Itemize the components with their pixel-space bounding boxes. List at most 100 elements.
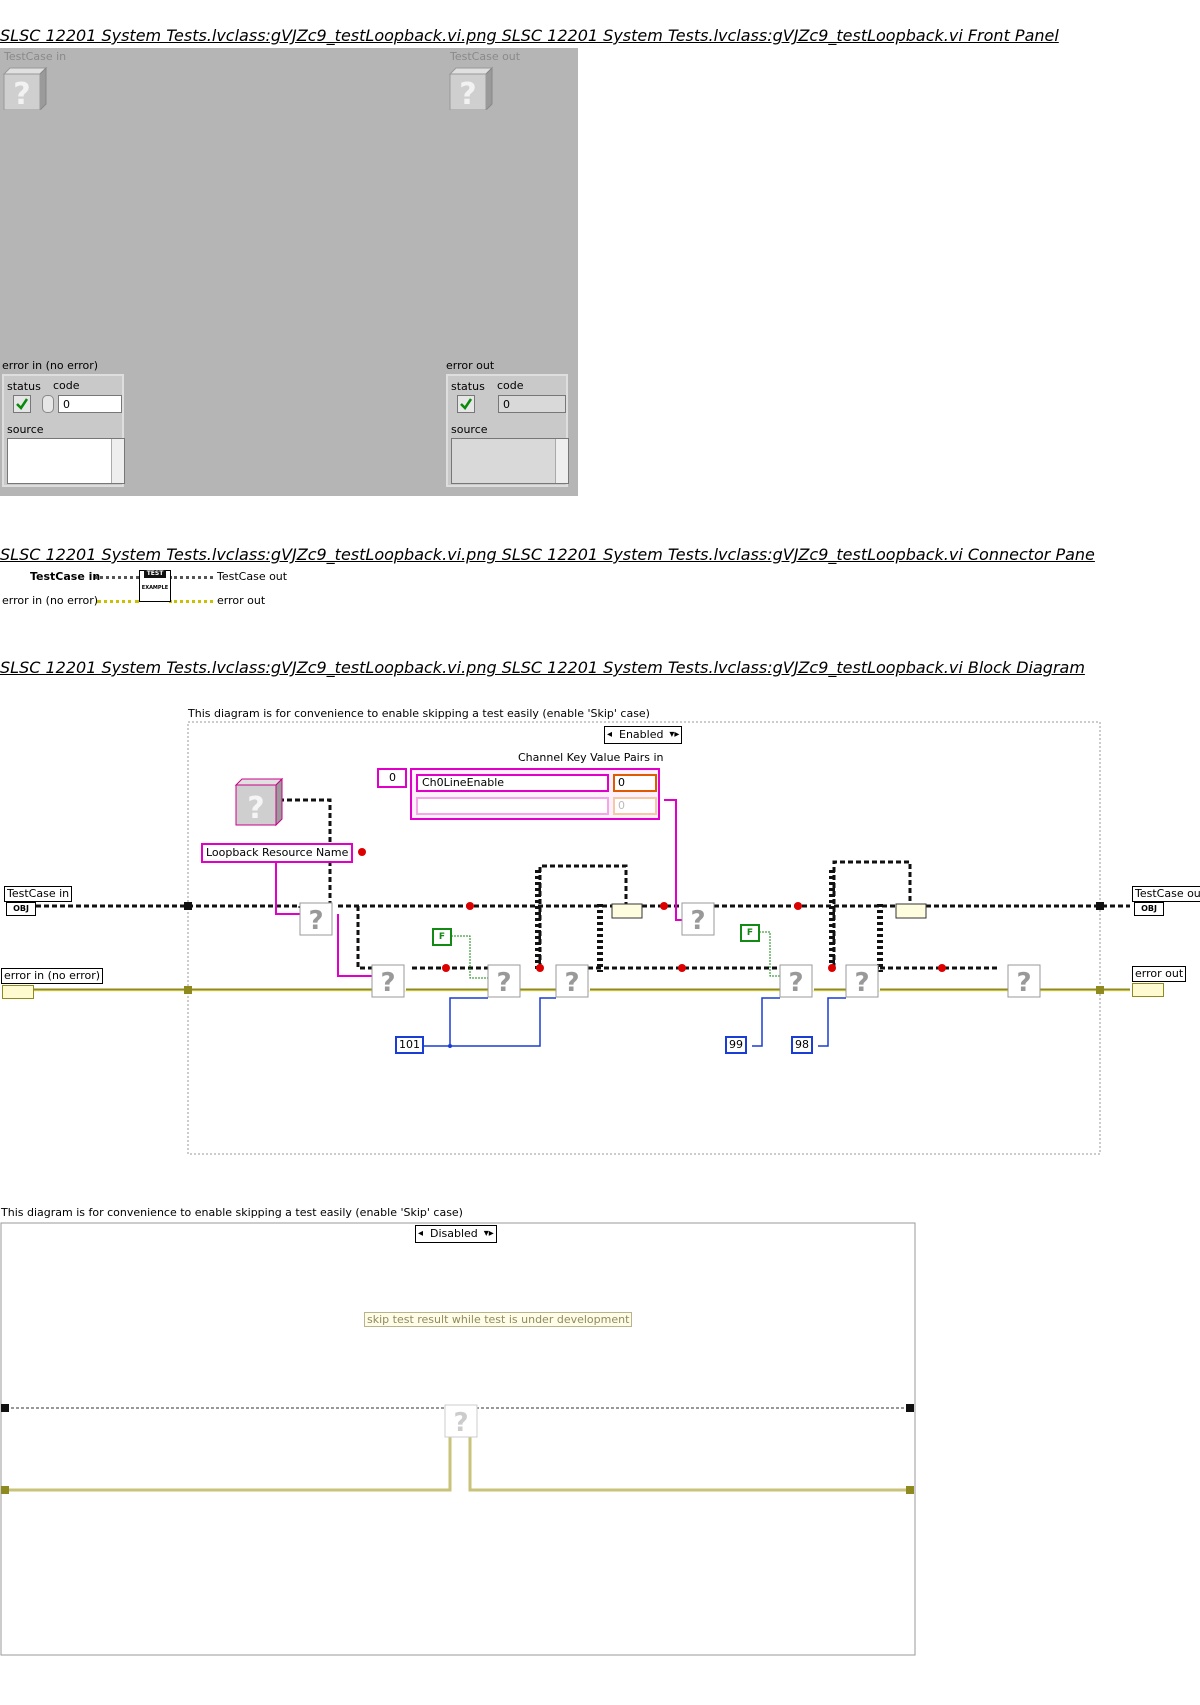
bd-testcase-out-terminal[interactable]: OBJ <box>1134 902 1164 916</box>
subvi-assert-2: ? <box>845 964 879 998</box>
error-tunnel-left <box>184 986 192 994</box>
testcase-in-control-icon[interactable]: ? <box>2 64 48 110</box>
error-out-label: error out <box>446 359 495 372</box>
error-in-status-label: status <box>7 380 41 393</box>
subvi-write-1: ? <box>487 964 521 998</box>
front-panel-title: SLSC 12201 System Tests.lvclass:gVJZc9_t… <box>0 26 1059 45</box>
error-tunnel-right <box>1096 986 1104 994</box>
error-out-status-label: status <box>451 380 485 393</box>
bd-testcase-in-label: TestCase in <box>4 886 73 902</box>
testcase-out-indicator-icon: ? <box>448 66 494 110</box>
diagram-disable-structure <box>187 721 1101 1155</box>
error-in-source-scrollbar[interactable] <box>111 439 124 483</box>
svg-text:?: ? <box>380 968 395 998</box>
check-icon <box>16 398 29 410</box>
numeric-wires <box>420 997 846 1047</box>
selector-decrement-icon[interactable]: ◂ <box>418 1228 424 1239</box>
channel-pairs-array[interactable]: Ch0LineEnable 0 0 <box>410 768 660 820</box>
loopback-resource-name-constant[interactable]: Loopback Resource Name <box>201 843 354 863</box>
error-out-source-label: source <box>451 423 488 436</box>
cp-error-out-wire <box>169 600 213 603</box>
svg-text:?: ? <box>453 1408 468 1438</box>
svg-text:?: ? <box>1016 968 1031 998</box>
error-out-source-field <box>451 438 569 484</box>
error-in-code-field[interactable]: 0 <box>58 395 122 413</box>
string-wires <box>275 799 682 977</box>
error-out-code-field: 0 <box>498 395 566 413</box>
error-in-cluster[interactable]: status code 0 source <box>2 374 125 487</box>
vi-icon-bottom-text: EXAMPLE <box>141 585 169 591</box>
svg-text:?: ? <box>854 968 869 998</box>
disabled-case-diagram: ? <box>0 1222 916 1656</box>
disabled-class-tunnel-left <box>1 1404 9 1412</box>
enabled-case-diagram: ? ? ? ? ? ? ? ? ? <box>34 721 1130 1155</box>
class-tunnel-left <box>184 902 192 910</box>
disabled-case-comment: This diagram is for convenience to enabl… <box>1 1206 463 1219</box>
disabled-subvi-placeholder[interactable]: ? <box>444 1404 478 1438</box>
disabled-error-wire-a <box>6 1436 452 1492</box>
error-markers <box>358 848 946 972</box>
subvi-nodes[interactable]: ? ? ? ? ? ? ? ? <box>299 902 1041 998</box>
selector-menu-icon[interactable]: ▾▸ <box>669 729 680 740</box>
cp-testcase-out-wire <box>169 576 213 579</box>
numeric-constant-99[interactable]: 99 <box>725 1036 747 1054</box>
cp-error-in-wire <box>97 600 139 603</box>
vi-icon[interactable]: TEST EXAMPLE <box>139 570 171 602</box>
subvi-set-property-1: ? <box>371 964 405 998</box>
error-out-code-label: code <box>497 379 524 392</box>
channel-pairs-label: Channel Key Value Pairs in <box>518 751 664 764</box>
svg-text:?: ? <box>308 906 323 936</box>
disabled-error-tunnel-right <box>906 1486 914 1494</box>
bd-error-out-label: error out <box>1132 966 1187 982</box>
testcase-out-label: TestCase out <box>450 50 521 63</box>
error-in-status-check[interactable] <box>13 395 31 413</box>
skip-test-note: skip test result while test is under dev… <box>364 1312 633 1327</box>
svg-text:?: ? <box>788 968 803 998</box>
testcase-in-label: TestCase in <box>4 50 67 63</box>
disabled-case-selector[interactable]: Disabled◂▾▸ <box>415 1225 497 1243</box>
pair-key-empty-field[interactable] <box>416 797 609 815</box>
enabled-case-selector[interactable]: Enabled◂▾▸ <box>604 726 683 744</box>
error-in-source-field[interactable] <box>7 438 125 484</box>
bd-testcase-in-terminal[interactable]: OBJ <box>6 902 36 916</box>
subvi-write-2: ? <box>779 964 813 998</box>
enabled-case-comment: This diagram is for convenience to enabl… <box>188 707 650 720</box>
block-diagram-title: SLSC 12201 System Tests.lvclass:gVJZc9_t… <box>0 658 1085 677</box>
numeric-constant-101[interactable]: 101 <box>395 1036 424 1054</box>
svg-text:?: ? <box>13 77 30 110</box>
error-in-code-stepper[interactable] <box>42 395 54 413</box>
subvi-set-pairs: ? <box>681 902 715 936</box>
cp-testcase-in-wire <box>95 576 139 579</box>
front-panel: TestCase in ? TestCase out ? error in (n… <box>0 48 578 496</box>
error-out-status-check <box>457 395 475 413</box>
bd-testcase-out-label: TestCase out <box>1132 886 1200 902</box>
cp-testcase-in-label: TestCase in <box>30 570 101 583</box>
bool-false-constant-1[interactable]: F <box>432 928 452 946</box>
boolean-wires <box>448 931 780 979</box>
numeric-constant-98[interactable]: 98 <box>791 1036 813 1054</box>
selector-menu-icon[interactable]: ▾▸ <box>483 1228 494 1239</box>
bd-error-in-label: error in (no error) <box>1 968 104 984</box>
bd-error-in-terminal[interactable] <box>2 985 34 999</box>
check-icon <box>460 398 473 410</box>
channel-pairs-index-value: 0 <box>389 771 396 784</box>
pair-value-empty-field[interactable]: 0 <box>613 797 657 815</box>
pair-value-field[interactable]: 0 <box>613 774 657 792</box>
svg-text:?: ? <box>690 906 705 936</box>
connector-pane-title: SLSC 12201 System Tests.lvclass:gVJZc9_t… <box>0 545 1095 564</box>
svg-text:?: ? <box>459 77 476 110</box>
disabled-class-tunnel-right <box>906 1404 914 1412</box>
pair-key-field[interactable]: Ch0LineEnable <box>416 774 609 792</box>
selector-decrement-icon[interactable]: ◂ <box>607 729 613 740</box>
subvi-close: ? <box>1007 964 1041 998</box>
bool-false-constant-2[interactable]: F <box>740 924 760 942</box>
channel-pairs-index[interactable]: 0 <box>377 768 407 788</box>
cp-testcase-out-label: TestCase out <box>217 570 288 583</box>
connector-pane: TestCase in TestCase out error in (no er… <box>0 566 300 616</box>
testcase-class-constant[interactable]: ? <box>234 777 284 827</box>
bd-error-out-terminal[interactable] <box>1132 983 1164 997</box>
class-bundle-wires <box>535 870 883 972</box>
error-out-source-scrollbar[interactable] <box>555 439 568 483</box>
vi-icon-top-text: TEST <box>144 570 166 578</box>
bundle-nodes[interactable] <box>611 903 927 919</box>
